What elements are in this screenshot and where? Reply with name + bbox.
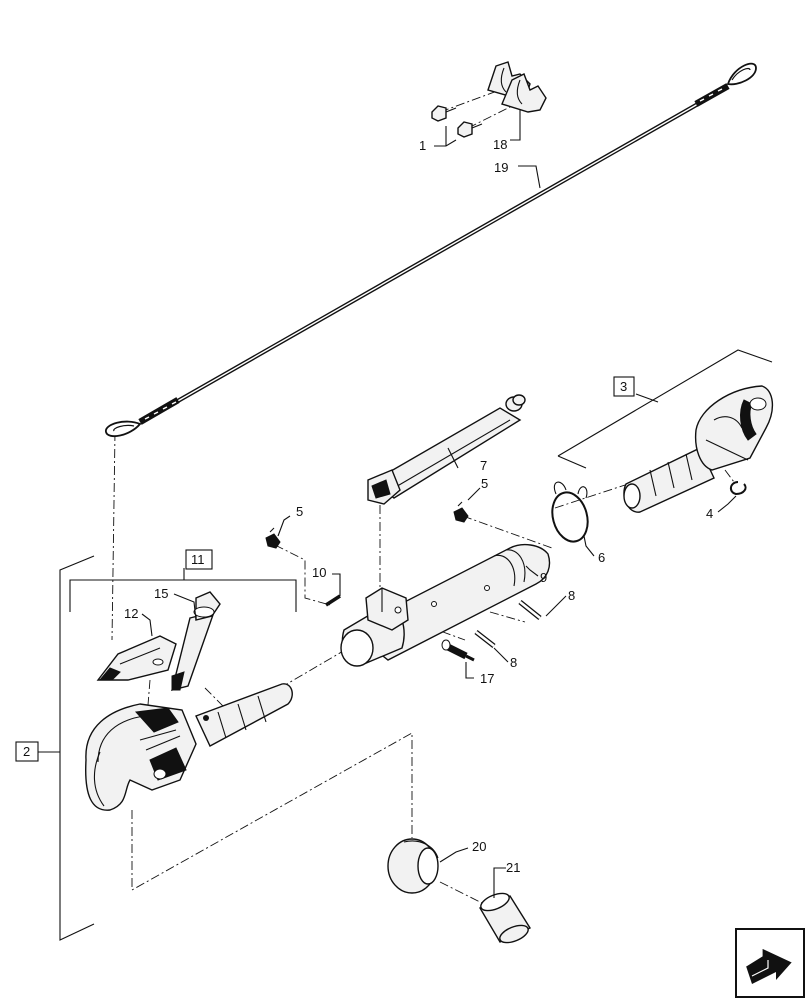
spring-pin [325, 594, 341, 607]
release-handle [171, 591, 221, 691]
callout-4: 4 [706, 506, 713, 521]
kit-bracket-2 [38, 555, 95, 941]
next-page-arrow-icon[interactable] [735, 928, 805, 998]
svg-text:11: 11 [191, 552, 205, 567]
grease-nipple-left [265, 527, 281, 549]
callout-5-right: 5 [481, 476, 488, 491]
svg-text:3: 3 [620, 379, 627, 394]
callout-9: 9 [540, 570, 547, 585]
snap-hook-bottom [105, 420, 142, 438]
wire-spring-clip [551, 481, 589, 543]
callout-10: 10 [312, 565, 326, 580]
leader-lines [141, 110, 737, 898]
callout-5-left: 5 [296, 504, 303, 519]
callout-21: 21 [506, 860, 520, 875]
kit-bracket-11 [69, 568, 297, 612]
pin-rod [367, 394, 526, 505]
circlip [730, 481, 747, 496]
kit-callout-3: 3 [613, 376, 635, 397]
callout-1: 1 [419, 138, 426, 153]
callout-labels: 1 18 19 7 5 5 6 9 8 8 17 10 12 15 4 20 2… [124, 137, 713, 875]
latch-plate [96, 635, 177, 681]
tube-body [340, 543, 551, 667]
cord-clip-bracket [487, 61, 547, 113]
callout-19: 19 [494, 160, 508, 175]
callout-15: 15 [154, 586, 168, 601]
hex-bolt-upper [431, 105, 457, 122]
lift-hook [85, 683, 293, 811]
kit-callout-2: 2 [15, 741, 39, 762]
svg-text:2: 2 [23, 744, 30, 759]
callout-8-right: 8 [568, 588, 575, 603]
ball-bushing [387, 838, 439, 894]
grease-nipple-right [453, 501, 469, 523]
roll-pin-right [518, 600, 542, 620]
bushing-sleeve [478, 892, 532, 944]
hex-bolt-lower [457, 121, 483, 138]
callout-20: 20 [472, 839, 486, 854]
callout-6: 6 [598, 550, 605, 565]
callout-7: 7 [480, 458, 487, 473]
kit-callout-11: 11 [185, 549, 213, 570]
callout-12: 12 [124, 606, 138, 621]
callout-18: 18 [493, 137, 507, 152]
adjusting-end [623, 385, 773, 513]
callout-17: 17 [480, 671, 494, 686]
lanyard-cord [105, 62, 757, 438]
callout-8-lower: 8 [510, 655, 517, 670]
kit-bracket-3 [557, 349, 773, 469]
clevis-bolt [441, 639, 475, 662]
snap-hook-top [726, 62, 757, 86]
cord-crimp-top [694, 83, 730, 107]
roll-pin-lower [474, 630, 496, 648]
cord-crimp-bottom [138, 397, 180, 425]
